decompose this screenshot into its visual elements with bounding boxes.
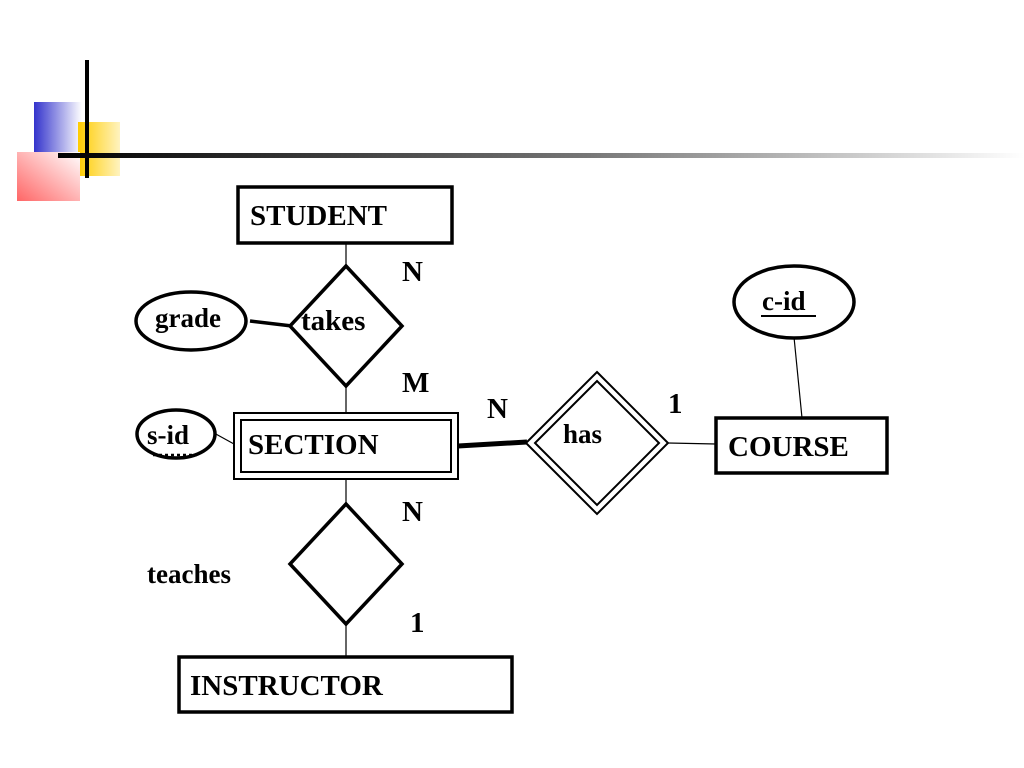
entity-course-label: COURSE — [728, 431, 849, 463]
relationship-has-outer-diamond — [524, 370, 670, 516]
entity-section-outer-box — [233, 412, 459, 480]
decor-horizontal-rule — [58, 153, 1024, 158]
relationship-teaches-label: teaches — [147, 559, 231, 589]
relationship-has-identifying: has — [524, 370, 670, 516]
cardinality-has-course: 1 — [668, 388, 683, 420]
entity-instructor-label: INSTRUCTOR — [190, 670, 384, 702]
entity-course: COURSE — [714, 416, 889, 475]
attribute-c-id-key: c-id — [732, 264, 856, 340]
cardinality-section-teaches: N — [402, 496, 423, 528]
line-section-has — [457, 439, 528, 449]
attribute-c-id-oval — [732, 264, 856, 340]
attribute-s-id-oval — [135, 408, 217, 460]
relationship-takes-label: takes — [301, 305, 365, 337]
relationship-teaches-diamond — [287, 501, 405, 627]
connector-lines — [213, 244, 803, 657]
relationship-teaches: teaches — [147, 501, 405, 627]
cardinality-student-takes: N — [402, 256, 423, 288]
attribute-s-id-label: s-id — [147, 420, 189, 450]
entity-section-inner-box — [240, 419, 452, 473]
entity-student: STUDENT — [236, 185, 454, 245]
entity-section-weak: SECTION — [233, 412, 459, 480]
attribute-grade-label: grade — [155, 303, 221, 333]
entity-instructor: INSTRUCTOR — [177, 655, 514, 714]
relationship-takes: takes — [287, 263, 405, 389]
cardinality-section-has: N — [487, 393, 508, 425]
entity-student-box — [236, 185, 454, 245]
relationship-has-label: has — [563, 419, 602, 449]
cardinality-labels: N M N 1 N 1 — [402, 256, 683, 639]
line-grade-takes — [249, 319, 293, 328]
line-cid-course — [793, 336, 803, 419]
entity-instructor-box — [177, 655, 514, 714]
attribute-grade: grade — [134, 290, 248, 352]
relationship-has-inner-diamond — [533, 379, 661, 507]
relationship-takes-diamond — [287, 263, 405, 389]
slide-corner-decoration — [17, 60, 1024, 201]
decor-yellow-square — [78, 122, 120, 176]
entity-section-label: SECTION — [248, 429, 379, 461]
cardinality-takes-section: M — [402, 367, 429, 399]
decor-blue-square — [34, 102, 82, 154]
line-has-course — [667, 442, 717, 445]
entity-student-label: STUDENT — [250, 200, 387, 232]
cardinality-teaches-instructor: 1 — [410, 607, 425, 639]
attribute-s-id-partial-key: s-id — [135, 408, 217, 460]
entity-course-box — [714, 416, 889, 475]
decor-vertical-bar — [85, 60, 89, 178]
decor-red-square — [17, 152, 80, 201]
attribute-grade-oval — [134, 290, 248, 352]
attribute-c-id-label: c-id — [762, 286, 806, 316]
line-sid-section — [213, 432, 235, 445]
